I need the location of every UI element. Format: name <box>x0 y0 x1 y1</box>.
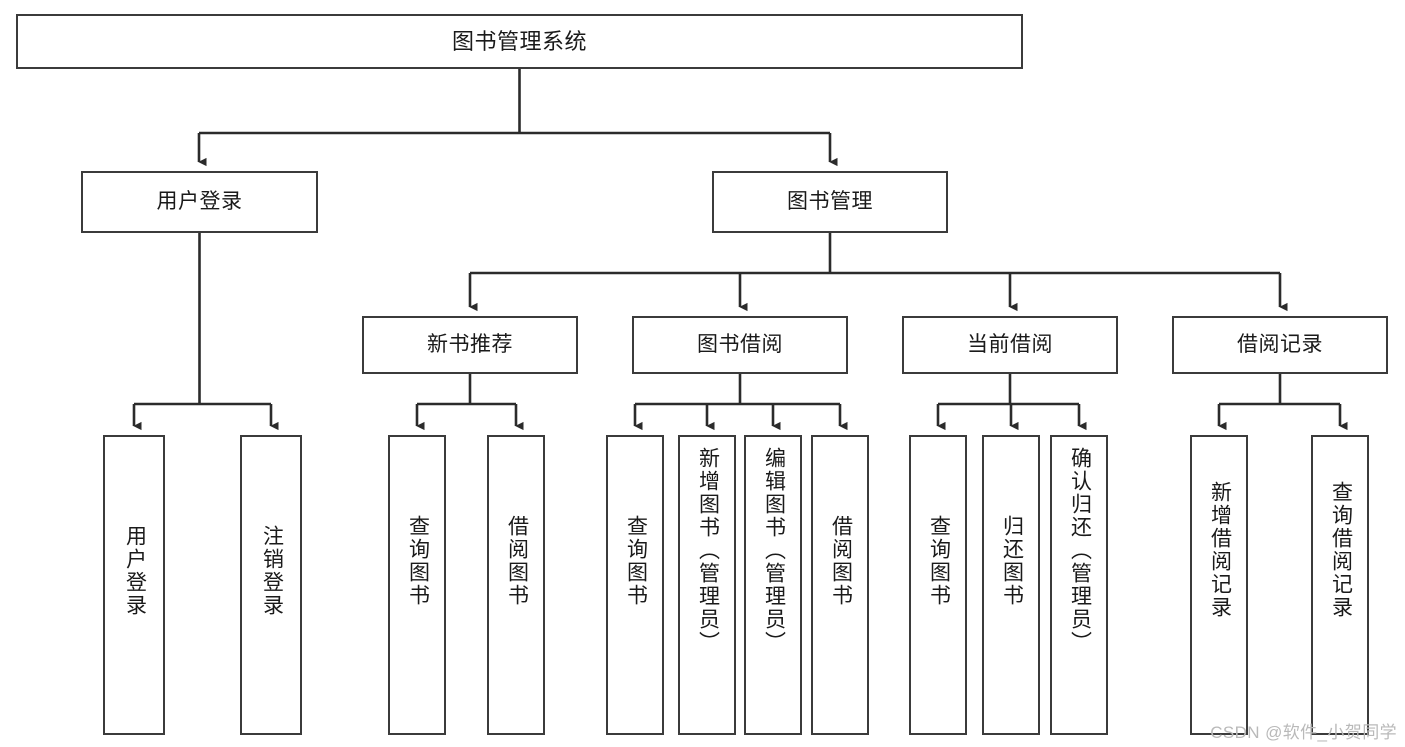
leaf-edit-book-admin[interactable]: 编辑图书（管理员） <box>744 435 802 735</box>
node-label: 图书管理系统 <box>451 28 587 54</box>
leaf-query-book-3[interactable]: 查询图书 <box>909 435 967 735</box>
leaf-confirm-return-admin[interactable]: 确认归还（管理员） <box>1050 435 1108 735</box>
leaf-borrow-book-2[interactable]: 借阅图书 <box>811 435 869 735</box>
node-label: 归还图书 <box>1000 515 1024 607</box>
node-label: 查询借阅记录 <box>1329 481 1353 619</box>
node-label: 借阅记录 <box>1237 332 1323 356</box>
leaf-add-borrow-record[interactable]: 新增借阅记录 <box>1190 435 1248 735</box>
node-label: 新增借阅记录 <box>1208 481 1232 619</box>
node-label: 用户登录 <box>156 189 243 213</box>
leaf-borrow-book-1[interactable]: 借阅图书 <box>487 435 545 735</box>
watermark-text: CSDN @软件_小贺同学 <box>1210 723 1397 742</box>
node-label: 查询图书 <box>624 515 648 607</box>
node-label: 确认归还（管理员） <box>1068 447 1092 654</box>
node-book-manage[interactable]: 图书管理 <box>712 171 948 233</box>
node-label: 注销登录 <box>260 525 284 617</box>
node-label: 借阅图书 <box>829 515 853 607</box>
node-current-borrow[interactable]: 当前借阅 <box>902 316 1118 374</box>
node-label: 查询图书 <box>406 515 430 607</box>
node-label: 用户登录 <box>123 525 147 617</box>
leaf-query-borrow-record[interactable]: 查询借阅记录 <box>1311 435 1369 735</box>
node-label: 编辑图书（管理员） <box>762 447 786 654</box>
node-label: 当前借阅 <box>967 332 1053 356</box>
node-label: 图书借阅 <box>697 332 783 356</box>
node-label: 图书管理 <box>787 189 873 213</box>
node-label: 新增图书（管理员） <box>696 447 720 654</box>
leaf-query-book-2[interactable]: 查询图书 <box>606 435 664 735</box>
node-label: 新书推荐 <box>427 332 513 356</box>
node-new-book-recommend[interactable]: 新书推荐 <box>362 316 578 374</box>
node-book-borrow[interactable]: 图书借阅 <box>632 316 848 374</box>
node-label: 查询图书 <box>927 515 951 607</box>
node-label: 借阅图书 <box>505 515 529 607</box>
leaf-return-book[interactable]: 归还图书 <box>982 435 1040 735</box>
node-user-login[interactable]: 用户登录 <box>81 171 318 233</box>
leaf-logout[interactable]: 注销登录 <box>240 435 302 735</box>
leaf-user-login[interactable]: 用户登录 <box>103 435 165 735</box>
node-root-system[interactable]: 图书管理系统 <box>16 14 1023 69</box>
leaf-add-book-admin[interactable]: 新增图书（管理员） <box>678 435 736 735</box>
node-borrow-record[interactable]: 借阅记录 <box>1172 316 1388 374</box>
leaf-query-book-1[interactable]: 查询图书 <box>388 435 446 735</box>
